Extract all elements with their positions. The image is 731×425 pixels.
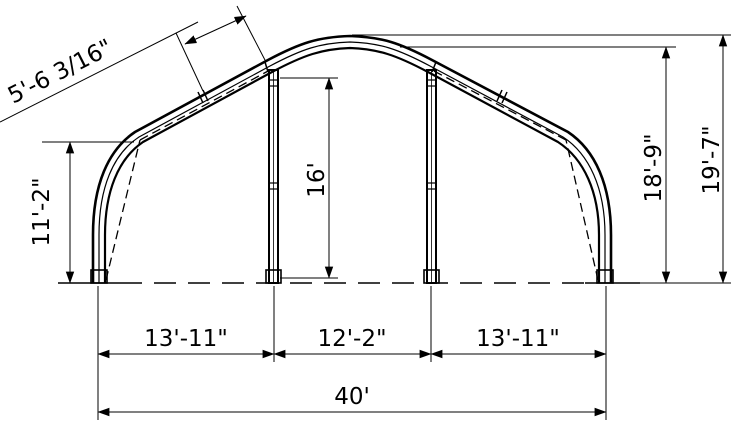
- overall-width-dimension: 40': [97, 384, 607, 417]
- overall-height-dimension: 19'-7": [352, 34, 731, 284]
- overall-width-label: 40': [334, 384, 370, 410]
- right-span-label: 13'-11": [476, 326, 560, 352]
- rafter-segment-dimension: 5'-6 3/16": [0, 5, 267, 123]
- eave-height-label: 11'-2": [29, 177, 55, 246]
- overall-height-label: 19'-7": [699, 125, 725, 194]
- center-span-label: 12'-2": [317, 326, 386, 352]
- ridge-height-label: 18'-9": [641, 133, 667, 202]
- post-height-dimension: 16': [280, 77, 338, 279]
- knee-braces: [105, 69, 599, 281]
- rafter-splices: [197, 61, 508, 104]
- post-height-label: 16': [304, 162, 330, 198]
- ridge-height-dimension: 18'-9": [400, 46, 676, 284]
- arch-frame: [91, 34, 613, 283]
- left-interior-post: [265, 69, 282, 284]
- eave-height-dimension: 11'-2": [29, 141, 134, 284]
- base-plates: [90, 269, 614, 284]
- left-span-label: 13'-11": [144, 326, 228, 352]
- right-interior-post: [423, 69, 440, 284]
- span-dimensions: 13'-11" 12'-2" 13'-11": [97, 326, 607, 359]
